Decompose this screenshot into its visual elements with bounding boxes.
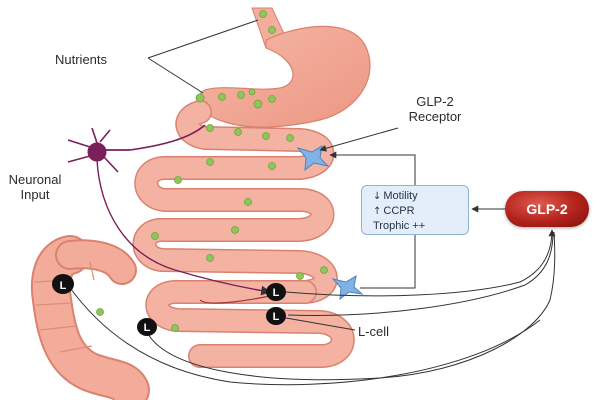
lcell-to-glp2-arrow-1 [285, 229, 556, 297]
lcell-to-glp2-arrow-2 [287, 231, 554, 316]
effects-box: ↓Motility ↑CCPR Trophic ++ [361, 185, 469, 235]
lcell-ileum-letter: L [273, 287, 280, 299]
lcell-pathway-loop [199, 295, 271, 304]
lcell-lower-letter: L [144, 322, 151, 334]
effect-ccpr: ↑CCPR [373, 204, 468, 219]
up-arrow-icon: ↑ [373, 206, 382, 217]
colon-upper-fill [57, 241, 135, 283]
colon-fill [33, 237, 148, 400]
neuronal-label-line2: Input [20, 187, 50, 202]
colon-lcell-to-glp2 [67, 284, 541, 386]
neuronal-label-line1: Neuronal [8, 172, 62, 187]
lcell-ileum: L [266, 283, 286, 301]
receptor-icon-lower [331, 275, 364, 301]
neural-pathway [96, 159, 271, 296]
effect-trophic: Trophic ++ [373, 219, 468, 233]
ileum-loop-fill [146, 281, 354, 367]
receptor-pointer [319, 127, 399, 152]
effect-ccpr-text: CCPR [383, 205, 415, 217]
neuronal-input-label: Neuronal Input [2, 172, 68, 202]
receptor-label: GLP-2 Receptor [395, 94, 475, 124]
down-arrow-icon: ↓ [373, 191, 382, 202]
neuron-icon [67, 127, 130, 173]
receptor-icon [296, 145, 330, 172]
receptor-label-line2: Receptor [408, 109, 462, 124]
effect-motility-text: Motility [383, 190, 418, 202]
effects-to-receptor-arrow [329, 151, 416, 185]
nutrients-pointer [147, 19, 259, 59]
small-intestine-fill [134, 101, 337, 303]
receptor-lower-to-effects [360, 235, 416, 289]
lcell-ileum-2: L [266, 307, 286, 325]
nutrients-label: Nutrients [55, 52, 108, 67]
receptor-label-line1: GLP-2 [416, 94, 454, 109]
lcell-colon-letter: L [60, 280, 67, 292]
lcell-lower: L [137, 318, 157, 336]
effect-trophic-text: Trophic ++ [373, 220, 426, 232]
lcell-label: L-cell [358, 324, 390, 339]
axon-path [129, 124, 206, 151]
glp2-hormone-badge: GLP-2 [505, 191, 589, 227]
nutrient-dots [96, 10, 328, 332]
effect-motility: ↓Motility [373, 189, 468, 204]
lcell-pointer [285, 317, 356, 331]
lcell-colon: L [52, 274, 74, 294]
lcell-to-glp2-arrow-3 [147, 231, 556, 381]
stomach [197, 25, 371, 128]
lcell-ileum-2-letter: L [273, 311, 280, 323]
nutrients-pointer-2 [147, 57, 204, 94]
